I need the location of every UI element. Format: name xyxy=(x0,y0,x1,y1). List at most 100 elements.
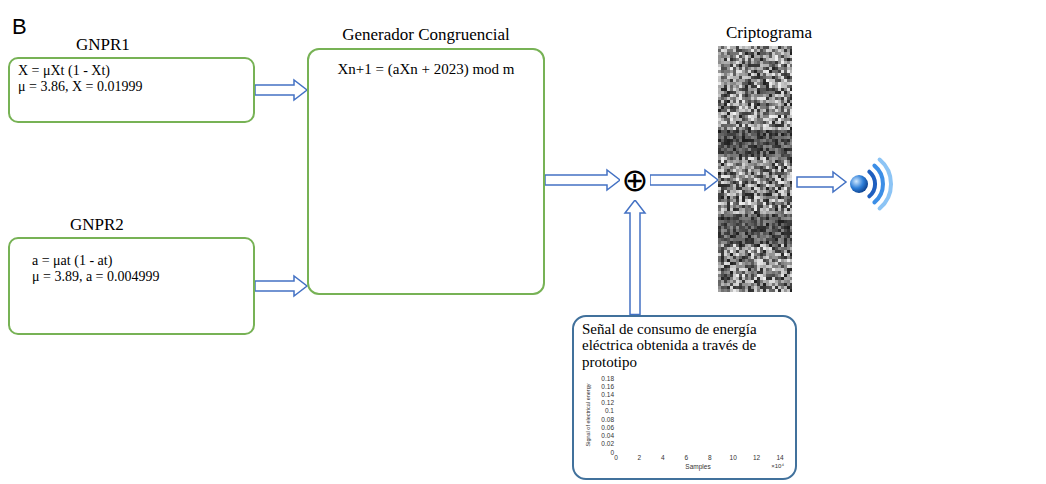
noise-pixel xyxy=(721,49,724,52)
noise-pixel xyxy=(757,202,760,205)
noise-pixel xyxy=(763,127,766,130)
noise-pixel xyxy=(784,73,787,76)
noise-pixel xyxy=(754,73,757,76)
noise-pixel xyxy=(757,205,760,208)
noise-pixel xyxy=(730,154,733,157)
noise-pixel xyxy=(751,244,754,247)
noise-pixel xyxy=(790,139,792,142)
noise-pixel xyxy=(742,121,745,124)
noise-pixel xyxy=(766,142,769,145)
noise-pixel xyxy=(736,211,739,214)
noise-pixel xyxy=(769,199,772,202)
noise-pixel xyxy=(718,85,721,88)
noise-pixel xyxy=(784,220,787,223)
noise-pixel xyxy=(727,145,730,148)
noise-pixel xyxy=(724,250,727,253)
noise-pixel xyxy=(721,139,724,142)
noise-pixel xyxy=(769,178,772,181)
noise-pixel xyxy=(730,121,733,124)
noise-pixel xyxy=(760,100,763,103)
noise-pixel xyxy=(784,256,787,259)
noise-pixel xyxy=(736,199,739,202)
noise-pixel xyxy=(751,250,754,253)
noise-pixel xyxy=(757,139,760,142)
noise-pixel xyxy=(784,139,787,142)
noise-pixel xyxy=(721,208,724,211)
noise-pixel xyxy=(742,265,745,268)
noise-pixel xyxy=(742,136,745,139)
noise-pixel xyxy=(730,67,733,70)
generator-box: GNPR1X = μXt (1 - Xt)μ = 3.86, X = 0.019… xyxy=(8,33,255,123)
noise-pixel xyxy=(742,91,745,94)
noise-pixel xyxy=(751,91,754,94)
noise-pixel xyxy=(733,142,736,145)
noise-pixel xyxy=(736,265,739,268)
noise-pixel xyxy=(787,214,790,217)
noise-pixel xyxy=(763,67,766,70)
noise-pixel xyxy=(724,79,727,82)
noise-pixel xyxy=(736,109,739,112)
noise-pixel xyxy=(721,100,724,103)
noise-pixel xyxy=(736,217,739,220)
noise-pixel xyxy=(760,142,763,145)
noise-pixel xyxy=(751,268,754,271)
noise-pixel xyxy=(739,127,742,130)
noise-pixel xyxy=(763,238,766,241)
noise-pixel xyxy=(760,163,763,166)
noise-pixel xyxy=(775,226,778,229)
noise-pixel xyxy=(730,211,733,214)
noise-pixel xyxy=(769,151,772,154)
noise-pixel xyxy=(769,238,772,241)
noise-pixel xyxy=(751,208,754,211)
noise-pixel xyxy=(724,190,727,193)
noise-pixel xyxy=(778,274,781,277)
noise-pixel xyxy=(778,121,781,124)
noise-pixel xyxy=(787,136,790,139)
noise-pixel xyxy=(718,256,721,259)
noise-pixel xyxy=(739,175,742,178)
noise-pixel xyxy=(748,169,751,172)
noise-pixel xyxy=(787,142,790,145)
noise-pixel xyxy=(760,169,763,172)
noise-pixel xyxy=(736,55,739,58)
noise-pixel xyxy=(772,73,775,76)
noise-pixel xyxy=(736,220,739,223)
noise-pixel xyxy=(718,103,721,106)
noise-pixel xyxy=(760,235,763,238)
noise-pixel xyxy=(730,271,733,274)
noise-pixel xyxy=(766,58,769,61)
noise-pixel xyxy=(760,166,763,169)
noise-pixel xyxy=(760,67,763,70)
noise-pixel xyxy=(751,190,754,193)
noise-pixel xyxy=(727,235,730,238)
noise-pixel xyxy=(739,154,742,157)
noise-pixel xyxy=(784,70,787,73)
noise-pixel xyxy=(742,280,745,283)
noise-pixel xyxy=(721,175,724,178)
noise-pixel xyxy=(745,67,748,70)
noise-pixel xyxy=(790,238,792,241)
noise-pixel xyxy=(754,109,757,112)
noise-pixel xyxy=(718,73,721,76)
noise-pixel xyxy=(730,118,733,121)
noise-pixel xyxy=(775,265,778,268)
noise-pixel xyxy=(781,109,784,112)
noise-pixel xyxy=(757,163,760,166)
noise-pixel xyxy=(748,136,751,139)
noise-pixel xyxy=(730,79,733,82)
noise-pixel xyxy=(724,238,727,241)
noise-pixel xyxy=(781,67,784,70)
noise-pixel xyxy=(736,151,739,154)
noise-pixel xyxy=(778,46,781,49)
noise-pixel xyxy=(736,70,739,73)
noise-pixel xyxy=(730,223,733,226)
noise-pixel xyxy=(769,244,772,247)
noise-pixel xyxy=(766,208,769,211)
noise-pixel xyxy=(757,268,760,271)
noise-pixel xyxy=(775,55,778,58)
noise-pixel xyxy=(754,157,757,160)
noise-pixel xyxy=(775,49,778,52)
noise-pixel xyxy=(739,271,742,274)
noise-pixel xyxy=(736,163,739,166)
noise-pixel xyxy=(751,118,754,121)
